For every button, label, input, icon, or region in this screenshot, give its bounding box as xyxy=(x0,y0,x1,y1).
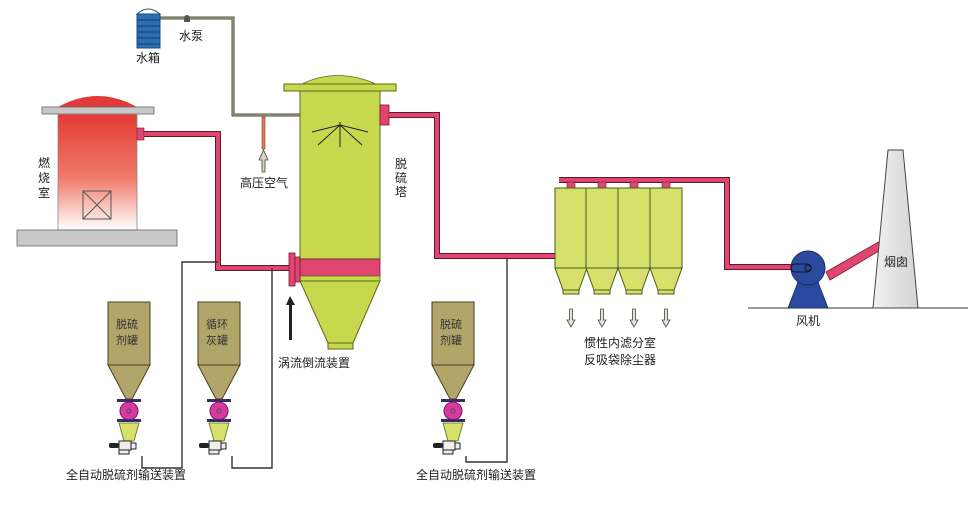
silo-label: 剂罐 xyxy=(440,333,462,347)
flange-icon xyxy=(441,399,465,402)
water-pump-icon xyxy=(184,15,190,22)
inlet-nozzle xyxy=(661,181,671,189)
inlet-nozzle xyxy=(629,181,639,189)
screw-conveyor-icon xyxy=(109,440,137,455)
silo-label: 脱硫 xyxy=(440,317,462,331)
svg-text:烧: 烧 xyxy=(38,171,50,185)
silo-label: 脱硫 xyxy=(116,317,138,331)
water-tank-label: 水箱 xyxy=(136,50,160,65)
feeder-line-1 xyxy=(141,261,218,469)
desulfurization-tower xyxy=(283,75,397,350)
high-pressure-air-label: 高压空气 xyxy=(240,175,288,190)
bag-filter-dust-collector xyxy=(554,181,683,328)
high-pressure-air-inlet xyxy=(258,116,269,173)
spray-nozzle-icon xyxy=(311,122,369,147)
rotary-valve-icon xyxy=(443,401,463,421)
screw-conveyor-icon xyxy=(199,440,227,455)
svg-text:塔: 塔 xyxy=(395,185,407,199)
bag-filter-header-pipe xyxy=(559,177,800,270)
discharge-arrow-icon xyxy=(661,308,671,328)
filter-compartment xyxy=(585,181,619,328)
access-door-icon xyxy=(82,190,112,220)
water-tank xyxy=(135,8,162,49)
vortex-arrow-icon xyxy=(286,296,295,340)
discharge-arrow-icon xyxy=(566,308,576,328)
flange-icon xyxy=(207,419,231,422)
combustion-chamber xyxy=(16,96,178,247)
combustion-chamber-label: 燃 烧 室 xyxy=(38,155,50,200)
vortex-backflow-device-label: 涡流倒流装置 xyxy=(278,356,350,370)
filter-compartment xyxy=(617,181,651,328)
flange-icon xyxy=(441,419,465,422)
auto-conveyor-label-1: 全自动脱硫剂输送装置 xyxy=(66,467,186,482)
silo-label: 循环 xyxy=(206,318,228,331)
chimney-label: 烟囱 xyxy=(884,255,908,269)
fan-label: 风机 xyxy=(796,314,820,328)
chimney xyxy=(872,149,919,309)
feeder-line-3 xyxy=(465,259,508,463)
desulfurization-tower-label: 脱 硫 塔 xyxy=(395,156,407,199)
screw-conveyor-icon xyxy=(433,440,461,455)
flange-icon xyxy=(207,399,231,402)
flange-icon xyxy=(117,399,141,402)
inlet-nozzle xyxy=(566,181,576,189)
flue-pipe-tower-to-filter xyxy=(389,112,556,259)
filter-compartment xyxy=(554,181,588,328)
rotary-valve-icon xyxy=(119,401,139,421)
svg-text:燃: 燃 xyxy=(38,155,50,170)
svg-text:脱: 脱 xyxy=(395,156,407,171)
flue-pipe-chamber-to-tower xyxy=(144,131,290,271)
silo-label: 剂罐 xyxy=(116,333,138,347)
fan-icon xyxy=(787,250,829,309)
filter-compartment xyxy=(649,181,683,328)
flange-icon xyxy=(117,419,141,422)
inlet-nozzle xyxy=(597,181,607,189)
fan-to-chimney-duct xyxy=(825,239,885,281)
bag-filter-label-line2: 反吸袋除尘器 xyxy=(584,352,656,367)
water-pump-label: 水泵 xyxy=(179,29,203,43)
rotary-valve-icon xyxy=(209,401,229,421)
bag-filter-label-line1: 惯性内滤分室 xyxy=(584,335,656,350)
svg-text:硫: 硫 xyxy=(395,170,407,185)
svg-text:室: 室 xyxy=(38,185,50,200)
discharge-arrow-icon xyxy=(629,308,639,328)
silo-label: 灰罐 xyxy=(206,333,228,347)
auto-conveyor-label-2: 全自动脱硫剂输送装置 xyxy=(416,467,536,482)
feeder-line-2 xyxy=(231,268,273,469)
discharge-arrow-icon xyxy=(597,308,607,328)
